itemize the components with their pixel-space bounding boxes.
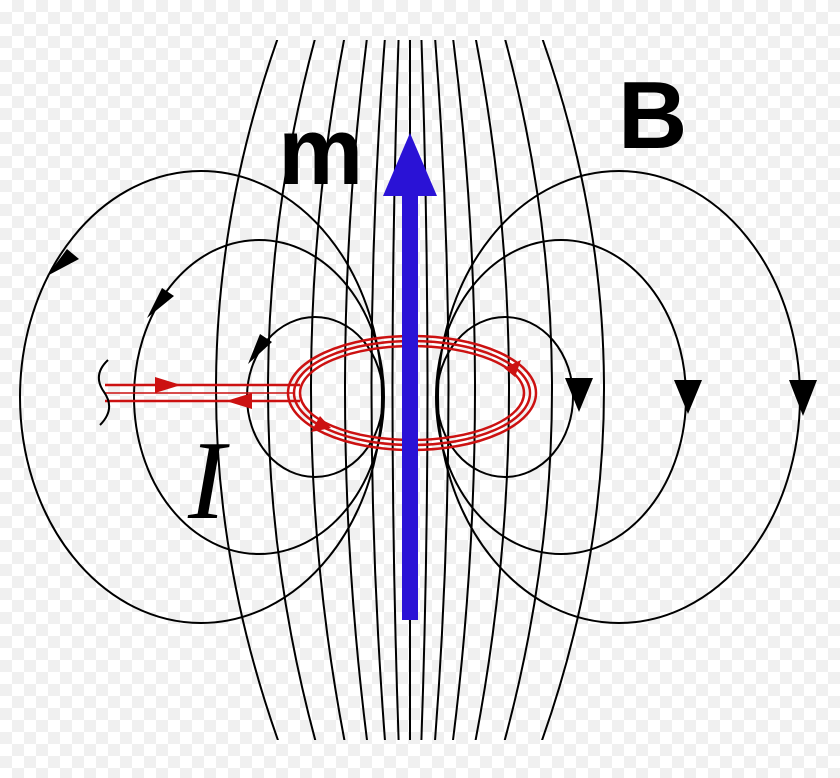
loop-back-arrow	[504, 360, 521, 377]
left-middle-arrowhead	[147, 288, 174, 318]
wire-break-symbol	[97, 359, 111, 426]
current-loop	[105, 334, 538, 452]
current-in-arrow	[155, 377, 181, 393]
current-direction-arrows	[155, 360, 521, 432]
moment-arrow-shaft	[402, 190, 418, 620]
moment-arrow-head	[383, 133, 437, 196]
loop-front-arrow	[311, 416, 331, 432]
field-label: B	[618, 62, 687, 169]
left-field-loops	[19, 170, 385, 624]
left-outer-arrowhead	[47, 249, 79, 276]
right-field-loops	[435, 170, 801, 624]
current-out-arrow	[226, 393, 252, 409]
current-label: I	[187, 419, 230, 543]
right-outer-arrowhead	[789, 380, 817, 416]
left-inner-arrowhead	[248, 334, 272, 364]
right-outer-field-loop	[437, 170, 801, 624]
field-direction-arrowheads	[47, 249, 817, 416]
left-outer-field-loop	[19, 170, 383, 624]
magnetic-moment-arrow	[383, 133, 437, 620]
central-field-lines	[215, 40, 605, 740]
right-inner-arrowhead	[565, 378, 593, 412]
moment-label: m	[278, 98, 363, 205]
right-middle-arrowhead	[674, 380, 702, 414]
